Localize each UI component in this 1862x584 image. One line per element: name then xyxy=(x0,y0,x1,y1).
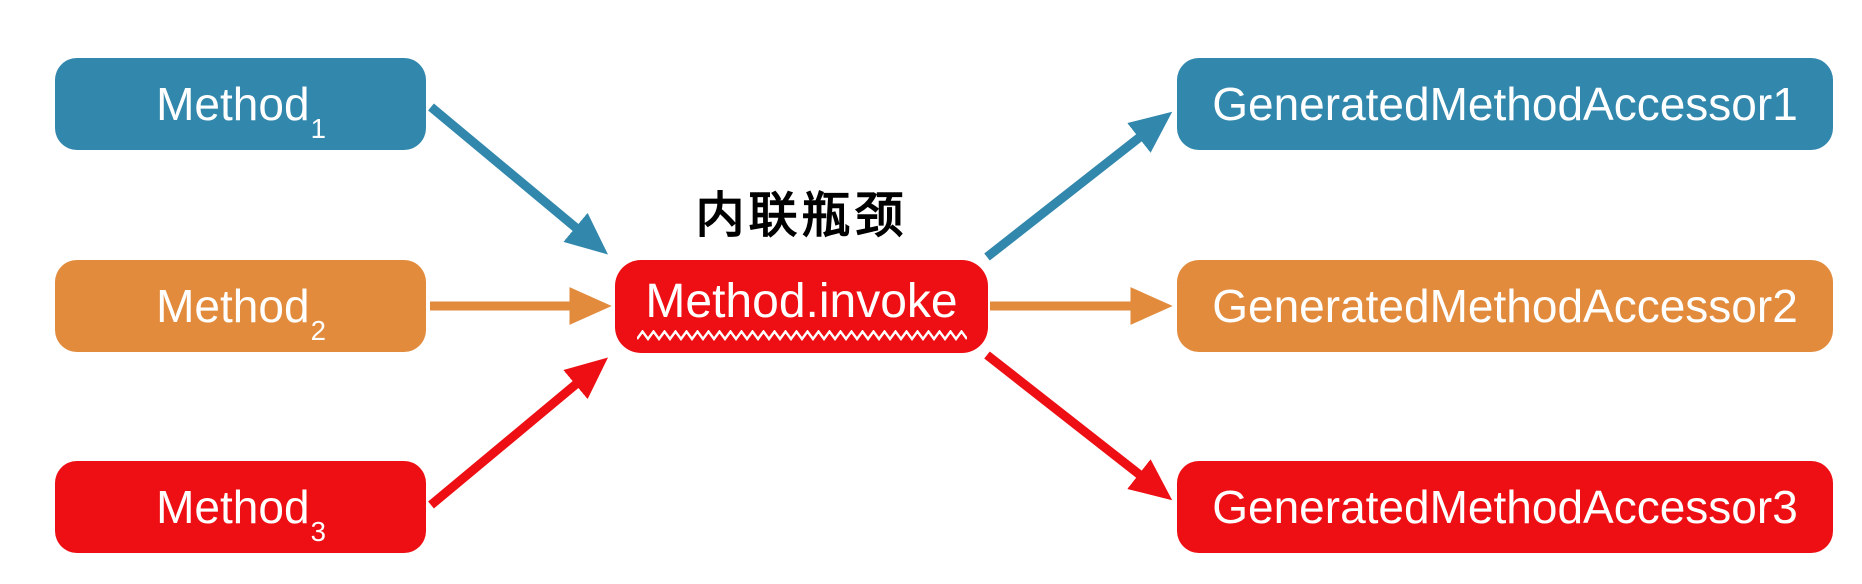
node-method-2-subscript: 2 xyxy=(310,314,326,346)
node-method-invoke-label: Method.invoke xyxy=(645,275,958,328)
node-method-2-label: Method2 xyxy=(156,280,326,346)
arrow-method3-to-invoke xyxy=(428,357,608,509)
wavy-underline xyxy=(636,330,967,341)
node-generated-method-accessor-3-label: GeneratedMethodAccessor3 xyxy=(1212,481,1798,533)
node-method-1-subscript: 1 xyxy=(310,112,326,144)
node-generated-method-accessor-1-label: GeneratedMethodAccessor1 xyxy=(1212,78,1798,130)
node-generated-method-accessor-2: GeneratedMethodAccessor2 xyxy=(1177,260,1833,352)
node-generated-method-accessor-3: GeneratedMethodAccessor3 xyxy=(1177,461,1833,553)
node-method-1-label: Method1 xyxy=(156,78,326,144)
node-method-3-label: Method3 xyxy=(156,481,326,547)
node-generated-method-accessor-2-label: GeneratedMethodAccessor2 xyxy=(1212,280,1798,332)
diagram-title: 内联瓶颈 xyxy=(695,189,908,243)
arrow-invoke-to-accessor1 xyxy=(984,111,1173,261)
node-method-1: Method1 xyxy=(55,58,426,150)
node-method-3-subscript: 3 xyxy=(310,515,326,547)
node-generated-method-accessor-1: GeneratedMethodAccessor1 xyxy=(1177,58,1833,150)
node-method-invoke: Method.invoke xyxy=(615,260,988,353)
arrow-invoke-to-accessor3 xyxy=(984,351,1173,501)
node-method-3: Method3 xyxy=(55,461,426,553)
node-method-invoke-label-wrap: Method.invoke xyxy=(636,274,967,341)
arrow-method1-to-invoke xyxy=(428,103,608,255)
node-method-2: Method2 xyxy=(55,260,426,352)
